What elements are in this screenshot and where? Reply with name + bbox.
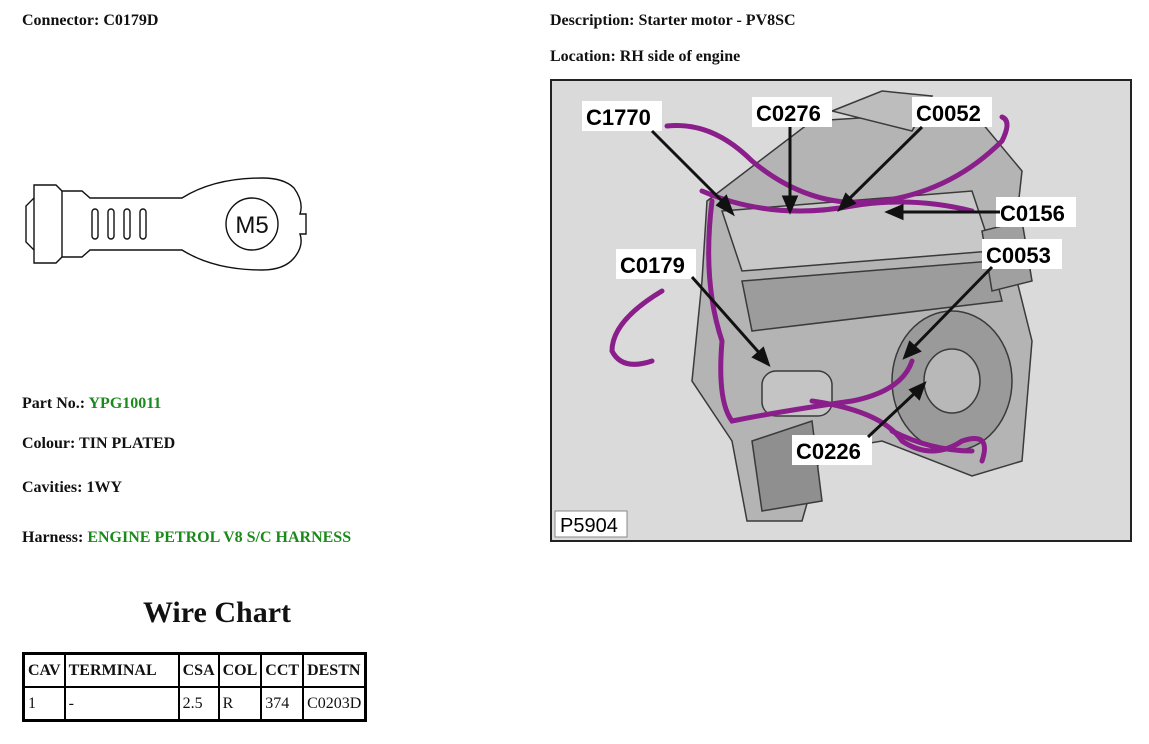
header-col: COL [217, 652, 263, 688]
header-cct: CCT [260, 652, 305, 688]
callout-c0276: C0276 [756, 101, 821, 126]
location-label: Location: [550, 48, 616, 65]
description-label: Description: [550, 12, 635, 29]
cell-csa: 2.5 [177, 686, 220, 722]
cell-cav: 1 [22, 686, 66, 722]
header-destn: DESTN [302, 652, 367, 688]
harness-label: Harness: [22, 529, 84, 546]
connector-id: C0179D [103, 12, 159, 29]
colour-info: Colour: TIN PLATED [22, 435, 175, 453]
location-info: Location: RH side of engine [550, 48, 740, 66]
engine-location-image: C1770 C0276 C0052 C0156 C0179 C0053 C022… [550, 79, 1132, 542]
stud-size-label: M5 [235, 212, 268, 239]
header-terminal: TERMINAL [63, 652, 180, 688]
callout-c0052: C0052 [916, 101, 981, 126]
part-number-info: Part No.: YPG10011 [22, 395, 161, 413]
harness-link[interactable]: ENGINE PETROL V8 S/C HARNESS [87, 529, 352, 546]
location-value: RH side of engine [619, 48, 741, 65]
cavities-label: Cavities: [22, 479, 83, 496]
wire-chart-title: Wire Chart [142, 596, 292, 629]
description-info: Description: Starter motor - PV8SC [550, 12, 796, 30]
part-number-label: Part No.: [22, 395, 86, 412]
callout-c1770: C1770 [586, 105, 651, 130]
colour-value: TIN PLATED [79, 435, 176, 452]
harness-wires [609, 114, 1010, 464]
table-row: 1 - 2.5 R 374 C0203D [22, 686, 367, 722]
callout-c0053: C0053 [986, 243, 1051, 268]
callout-c0156: C0156 [1000, 201, 1065, 226]
cell-cct: 374 [260, 686, 305, 722]
callout-c0179: C0179 [620, 253, 685, 278]
description-value: Starter motor - PV8SC [638, 12, 796, 29]
table-header-row: CAV TERMINAL CSA COL CCT DESTN [22, 652, 367, 688]
connector-label: Connector: [22, 12, 100, 29]
part-number-link[interactable]: YPG10011 [88, 395, 162, 412]
cavities-value: 1WY [86, 479, 122, 496]
callout-arrows [650, 125, 1000, 439]
header-cav: CAV [22, 652, 66, 688]
figure-id: P5904 [560, 515, 618, 537]
cell-terminal: - [63, 686, 180, 722]
harness-info: Harness: ENGINE PETROL V8 S/C HARNESS [22, 529, 351, 547]
wire-chart-table: CAV TERMINAL CSA COL CCT DESTN 1 - 2.5 R… [22, 652, 368, 722]
cell-col: R [217, 686, 263, 722]
callout-labels: C1770 C0276 C0052 C0156 C0179 C0053 C022… [582, 97, 1076, 465]
callout-c0226: C0226 [796, 439, 861, 464]
colour-label: Colour: [22, 435, 76, 452]
ring-terminal-drawing: M5 [25, 177, 307, 271]
cell-destn: C0203D [302, 686, 367, 722]
connector-info: Connector: C0179D [22, 12, 158, 30]
header-csa: CSA [177, 652, 220, 688]
cavities-info: Cavities: 1WY [22, 479, 122, 497]
